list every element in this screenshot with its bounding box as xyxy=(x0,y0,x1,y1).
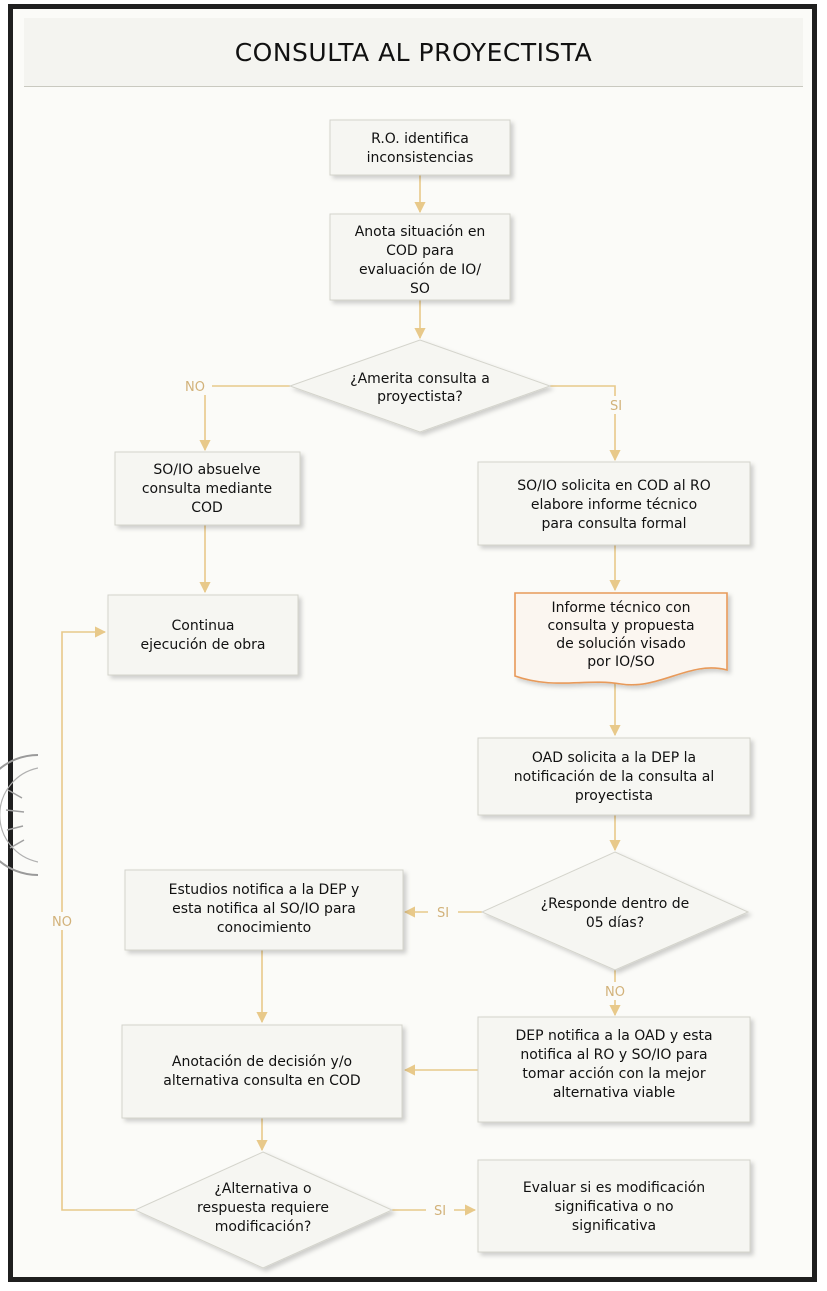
label-si-d2: SI xyxy=(437,906,449,921)
arrow-d1-si xyxy=(550,385,621,462)
diagram-title: CONSULTA AL PROYECTISTA xyxy=(234,37,593,67)
label-no-d1: NO xyxy=(185,380,205,395)
label-si-d3: SI xyxy=(434,1204,446,1219)
seal-stamp xyxy=(0,754,38,876)
label-no-loop: NO xyxy=(52,915,72,930)
label-no-d2: NO xyxy=(605,985,625,1000)
label-si-d1: SI xyxy=(610,399,622,414)
arrow-d1-no xyxy=(199,385,290,452)
title-bar: CONSULTA AL PROYECTISTA xyxy=(24,18,803,87)
decision-labels: NO SI SI NO NO SI xyxy=(45,377,632,1219)
